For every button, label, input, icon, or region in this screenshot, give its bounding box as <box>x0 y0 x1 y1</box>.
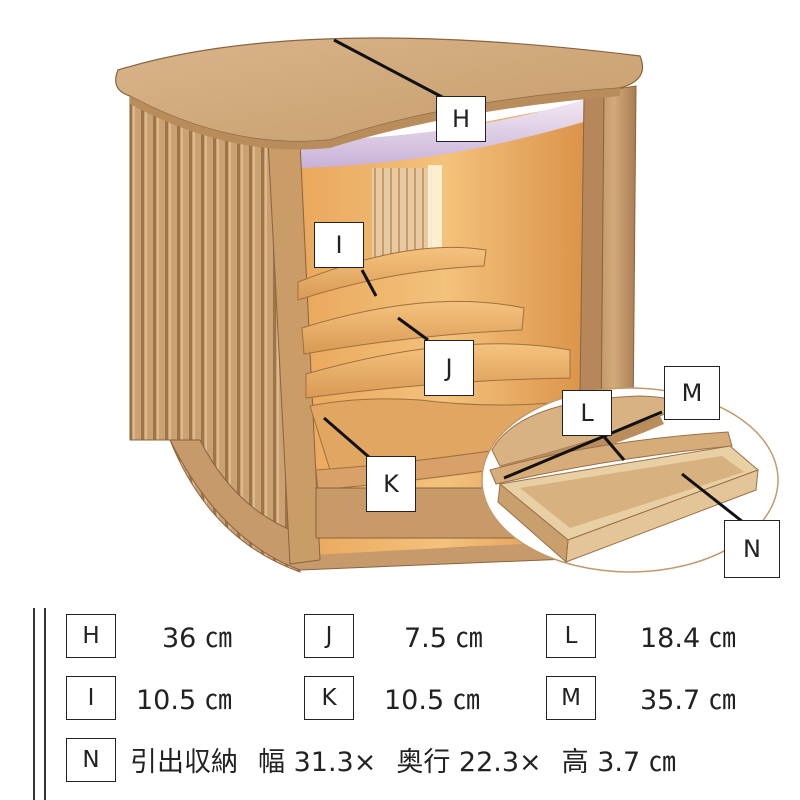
drawer-spec-line: 引出収納 幅 31.3× 奥行 22.3× 高 3.7 ㎝ <box>130 740 676 779</box>
callout-m: M <box>664 366 720 420</box>
spec-key-j: J <box>304 614 354 658</box>
spec-value-k: 10.5 ㎝ <box>384 685 480 716</box>
callout-j: J <box>424 340 474 396</box>
spec-value-l: 18.4 ㎝ <box>640 623 736 654</box>
spec-key-m: M <box>546 676 596 720</box>
cabinet-illustration <box>115 37 779 573</box>
spec-key-l: L <box>546 614 596 658</box>
spec-key-k: K <box>304 676 354 720</box>
spec-value-h: 36 ㎝ <box>162 623 232 654</box>
specifications-table: H 36 ㎝ J 7.5 ㎝ L 18.4 ㎝ I 10.5 ㎝ K 10.5 … <box>0 600 800 800</box>
drawer-width: 幅 31.3× <box>258 747 377 778</box>
spec-value-i: 10.5 ㎝ <box>136 685 232 716</box>
spec-key-n: N <box>66 738 116 782</box>
spec-value-j: 7.5 ㎝ <box>404 623 483 654</box>
callout-l: L <box>562 390 612 436</box>
spec-divider-inner <box>44 608 46 800</box>
spec-value-m: 35.7 ㎝ <box>640 685 736 716</box>
drawer-name: 引出収納 <box>130 747 238 778</box>
spec-key-h: H <box>66 614 116 658</box>
spec-key-i: I <box>66 676 116 720</box>
spec-divider-outer <box>33 608 35 800</box>
drawer-depth: 奥行 22.3× <box>396 747 542 778</box>
callout-h: H <box>436 96 486 142</box>
callout-k: K <box>366 456 416 512</box>
drawer-height: 高 3.7 ㎝ <box>561 747 676 778</box>
callout-n: N <box>724 520 780 578</box>
callout-i: I <box>314 222 364 268</box>
